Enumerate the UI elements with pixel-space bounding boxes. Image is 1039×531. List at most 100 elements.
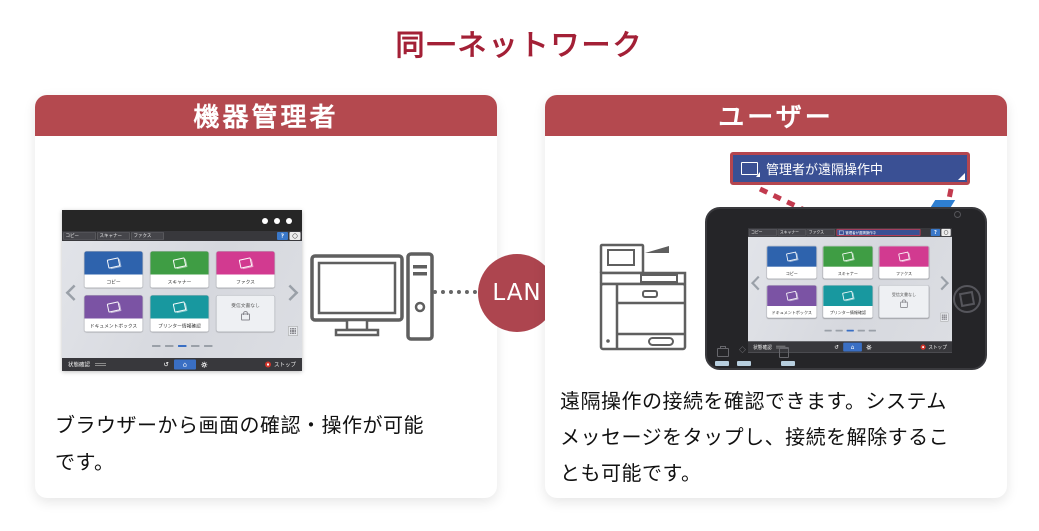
home-square-icon	[958, 290, 976, 308]
tab-fax[interactable]: ファクス	[806, 229, 835, 236]
pagination-dots[interactable]	[62, 345, 302, 347]
lock-icon	[241, 311, 250, 321]
copy-icon	[106, 257, 121, 269]
light-sensor-icon	[954, 211, 961, 218]
page-title: 同一ネットワーク	[395, 28, 644, 62]
help-button[interactable]: ?	[277, 232, 288, 240]
printer-info-icon	[842, 290, 854, 301]
home-button[interactable]: ⌂	[173, 359, 196, 370]
chevron-left-icon[interactable]	[751, 275, 765, 291]
printer-panel-ui: コピー スキャナー ファクス ? コピー	[62, 231, 302, 371]
remote-operation-icon	[741, 162, 760, 177]
trash-icon	[779, 347, 789, 358]
tile-printer-info[interactable]: プリンター情報確認	[822, 285, 873, 319]
clock-button[interactable]	[941, 228, 951, 237]
pagination-dots[interactable]	[748, 329, 952, 332]
document-box-icon	[106, 301, 121, 313]
tile-no-received-docs: 受信文書なし	[878, 285, 930, 319]
admin-card: 機器管理者 コピー スキャナー ファクス ?	[35, 95, 497, 498]
panel-topbar: コピー スキャナー ファクス 管理者が遠隔操作中 ?	[748, 228, 952, 237]
chevron-left-icon[interactable]	[65, 284, 82, 301]
tile-document-box[interactable]: ドキュメントボックス	[766, 285, 817, 319]
tile-scanner[interactable]: スキャナー	[822, 245, 873, 279]
stop-icon	[265, 361, 271, 368]
tablet-device: コピー スキャナー ファクス 管理者が遠隔操作中 ?	[705, 200, 987, 370]
window-dot-icon	[262, 217, 268, 224]
back-icon[interactable]: ↺	[834, 343, 839, 351]
led-strip-icon	[737, 361, 751, 366]
lock-icon	[900, 299, 908, 308]
tile-fax[interactable]: ファクス	[216, 251, 275, 288]
printer-panel-ui: コピー スキャナー ファクス 管理者が遠隔操作中 ?	[748, 228, 952, 353]
stop-icon	[920, 344, 926, 350]
user-caption: 遠隔操作の接続を確認できます。システム メッセージをタップし、接続を解除するこ …	[560, 389, 950, 485]
system-message-callout[interactable]: 管理者が遠隔操作中	[730, 152, 970, 185]
tab-scanner[interactable]: スキャナー	[97, 232, 130, 240]
app-grid-button[interactable]	[940, 312, 949, 322]
settings-gear-icon[interactable]	[866, 344, 872, 350]
user-card-header: ユーザー	[545, 95, 1007, 136]
chevron-right-icon[interactable]	[282, 284, 299, 301]
admin-caption: ブラウザーから画面の確認・操作が可能 です。	[55, 413, 424, 474]
pagination-active-dash	[177, 345, 187, 347]
stop-button[interactable]: ストップ	[265, 361, 296, 369]
stop-button[interactable]: ストップ	[920, 344, 947, 351]
tile-document-box[interactable]: ドキュメントボックス	[84, 295, 143, 332]
clock-icon	[943, 230, 949, 235]
tab-copy[interactable]: コピー	[63, 232, 96, 240]
tablet-screen[interactable]: コピー スキャナー ファクス 管理者が遠隔操作中 ?	[748, 228, 952, 353]
chevron-right-icon[interactable]	[935, 275, 949, 291]
led-strip-icon	[715, 361, 729, 366]
window-dot-icon	[286, 217, 292, 224]
admin-card-header: 機器管理者	[35, 95, 497, 136]
status-check-button[interactable]: 状態確認	[753, 344, 772, 351]
fax-icon	[238, 257, 253, 269]
app-grid-button[interactable]	[288, 326, 298, 336]
status-check-button[interactable]: 状態確認	[68, 361, 90, 369]
browser-window: コピー スキャナー ファクス ? コピー	[62, 210, 302, 371]
desktop-computer	[309, 251, 435, 345]
scanner-icon	[842, 251, 854, 262]
briefcase-icon	[717, 346, 729, 357]
panel-home-screen: コピー スキャナー ファクス	[62, 241, 302, 358]
window-dot-icon	[274, 217, 280, 224]
copy-icon	[785, 251, 798, 262]
tile-printer-info[interactable]: プリンター情報確認	[150, 295, 209, 332]
back-icon[interactable]: ↺	[163, 360, 169, 369]
panel-bottombar: 状態確認 ↺ ⌂ ストップ	[62, 358, 302, 371]
clock-icon	[292, 233, 298, 239]
multifunction-printer	[593, 237, 689, 357]
fax-icon	[898, 251, 910, 262]
led-strip-icon	[781, 361, 795, 366]
network-dotted-line	[433, 290, 477, 294]
tile-no-received-docs: 受信文書なし	[216, 295, 275, 332]
tab-fax[interactable]: ファクス	[131, 232, 164, 240]
callout-corner-icon	[958, 173, 965, 180]
tile-copy[interactable]: コピー	[766, 245, 817, 279]
help-button[interactable]: ?	[930, 228, 941, 237]
pagination-active-dash	[846, 329, 854, 332]
home-button[interactable]: ⌂	[843, 342, 862, 352]
printer-info-icon	[172, 301, 187, 313]
diamond-icon: ◇	[739, 345, 746, 355]
system-message-banner[interactable]: 管理者が遠隔操作中	[836, 228, 921, 237]
tab-scanner[interactable]: スキャナー	[777, 229, 806, 236]
tile-copy[interactable]: コピー	[84, 251, 143, 288]
lan-node: LAN	[478, 254, 556, 332]
tablet-home-button[interactable]	[953, 285, 981, 313]
panel-home-screen: コピー スキャナー ファクス	[748, 237, 952, 341]
remote-operation-icon	[838, 230, 844, 235]
settings-gear-icon[interactable]	[201, 361, 208, 368]
browser-content: コピー スキャナー ファクス ? コピー	[62, 231, 302, 371]
tile-fax[interactable]: ファクス	[878, 245, 930, 279]
tab-copy[interactable]: コピー	[748, 229, 777, 236]
tile-scanner[interactable]: スキャナー	[150, 251, 209, 288]
browser-titlebar	[62, 210, 302, 231]
document-box-icon	[785, 290, 798, 301]
status-led-icon	[930, 200, 956, 207]
panel-topbar: コピー スキャナー ファクス ?	[62, 231, 302, 241]
scanner-icon	[172, 257, 187, 269]
user-card: ユーザー 管理者が遠隔操作中	[545, 95, 1007, 498]
clock-button[interactable]	[289, 232, 301, 240]
